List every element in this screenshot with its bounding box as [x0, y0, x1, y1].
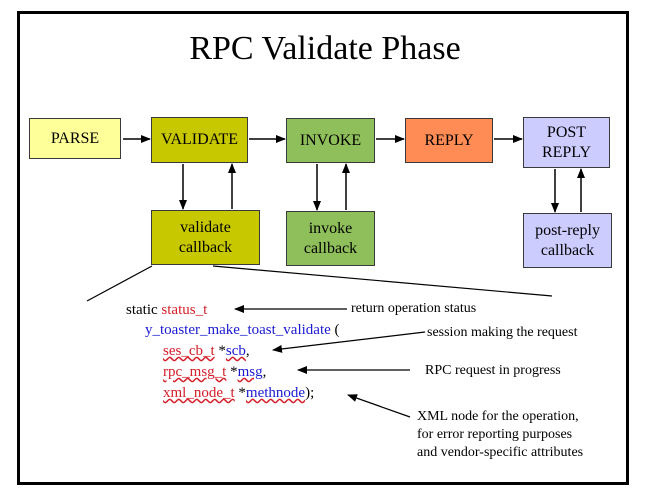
code-param3-type: xml_node_t — [163, 385, 235, 401]
code-function-name: y_toaster_make_toast_validate — [145, 322, 331, 338]
diagram-title: RPC Validate Phase — [189, 30, 461, 67]
post-reply-callback-box: post-reply callback — [523, 213, 612, 268]
code-param2-star: * — [230, 364, 238, 380]
code-static-keyword: static — [126, 302, 158, 318]
phase-validate: VALIDATE — [151, 117, 248, 163]
code-param3-star: * — [238, 385, 246, 401]
code-line-5: xml_node_t *methnode); — [163, 383, 314, 403]
code-param1-name: scb — [225, 343, 246, 359]
code-param1-star: * — [218, 343, 226, 359]
phase-post-reply: POST REPLY — [523, 117, 610, 168]
arrow-session — [272, 331, 426, 353]
note-session: session making the request — [427, 325, 578, 340]
note-return-status: return operation status — [351, 301, 477, 316]
code-param2-name: msg — [237, 364, 263, 380]
code-line-2: y_toaster_make_toast_validate ( — [145, 320, 340, 340]
invoke-callback-box: invoke callback — [286, 211, 375, 266]
arrow-xml-node — [347, 394, 411, 418]
code-param2-type: rpc_msg_t — [163, 364, 227, 380]
zoom-line-left — [86, 265, 153, 302]
code-param3-name: methnode — [245, 385, 306, 401]
phase-invoke: INVOKE — [286, 118, 375, 163]
code-close: ); — [305, 385, 315, 401]
code-param1-sep: , — [245, 343, 250, 359]
phase-parse: PARSE — [29, 118, 121, 159]
zoom-line-right — [212, 265, 553, 297]
validate-callback-box: validate callback — [151, 210, 260, 265]
code-param1-type: ses_cb_t — [163, 343, 215, 359]
code-line-3: ses_cb_t *scb, — [163, 341, 250, 361]
code-line-1: static status_t — [126, 300, 207, 320]
code-open-paren: ( — [334, 322, 340, 338]
phase-reply: REPLY — [405, 118, 493, 163]
code-param2-sep: , — [262, 364, 267, 380]
code-return-type: status_t — [161, 302, 208, 318]
note-xml-node: XML node for the operation, for error re… — [417, 409, 584, 460]
code-line-4: rpc_msg_t *msg, — [163, 362, 266, 382]
note-rpc-request: RPC request in progress — [425, 363, 561, 378]
